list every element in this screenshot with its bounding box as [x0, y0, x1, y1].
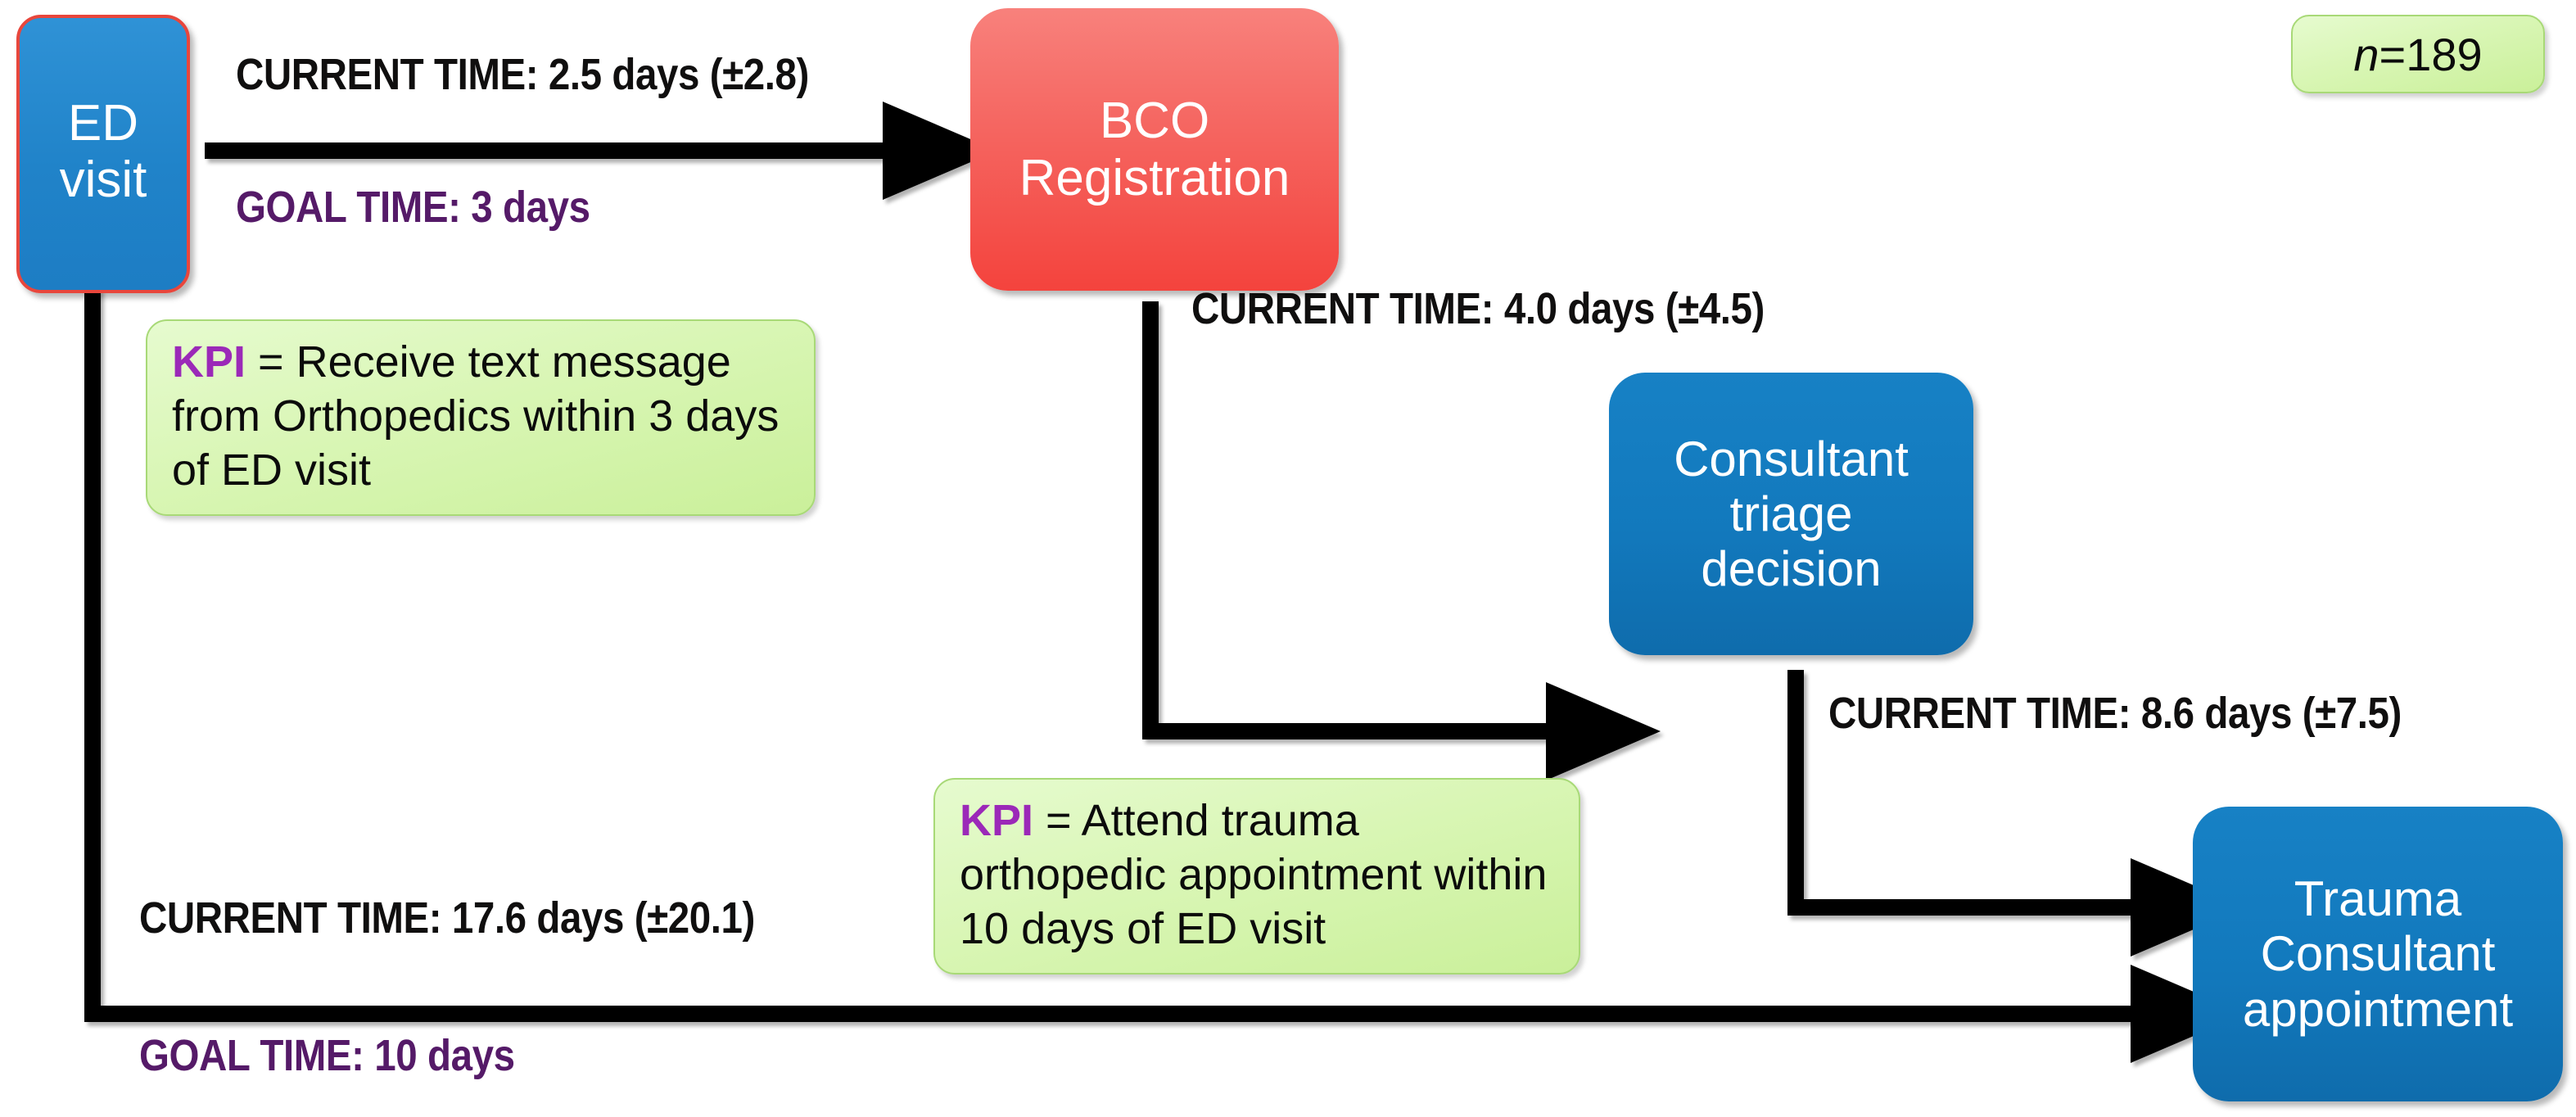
sample-size-symbol: n	[2353, 28, 2379, 80]
sample-size-value: =189	[2379, 28, 2483, 80]
kpi-callout-text-message: KPI = Receive text message from Orthoped…	[146, 319, 816, 516]
sample-size-badge: n =189	[2291, 15, 2545, 93]
node-trauma-consultant-appointment[interactable]: Trauma Consultant appointment	[2193, 807, 2563, 1101]
kpi-tag-label: KPI	[172, 337, 246, 387]
edge-label-ed-to-bco-current-time: CURRENT TIME: 2.5 days (±2.8)	[236, 50, 809, 99]
kpi-callout-appointment: KPI = Attend trauma orthopedic appointme…	[933, 778, 1580, 975]
kpi-tag-label: KPI	[960, 796, 1034, 845]
kpi-separator: =	[246, 337, 296, 387]
edge-label-ed-to-trauma-current-time: CURRENT TIME: 17.6 days (±20.1)	[139, 893, 755, 943]
kpi-separator: =	[1033, 796, 1082, 845]
edge-label-ed-to-bco-goal-time: GOAL TIME: 3 days	[236, 183, 590, 232]
edge-label-bco-to-triage-current-time: CURRENT TIME: 4.0 days (±4.5)	[1191, 284, 1765, 333]
node-bco-registration[interactable]: BCO Registration	[970, 8, 1339, 291]
edge-bco-to-triage	[1142, 301, 1661, 780]
edge-label-ed-to-trauma-goal-time: GOAL TIME: 10 days	[139, 1031, 515, 1080]
node-consultant-triage-decision[interactable]: Consultant triage decision	[1609, 373, 1973, 655]
node-ed-visit[interactable]: ED visit	[16, 15, 190, 293]
edge-label-triage-to-trauma-current-time: CURRENT TIME: 8.6 days (±7.5)	[1828, 689, 2402, 738]
